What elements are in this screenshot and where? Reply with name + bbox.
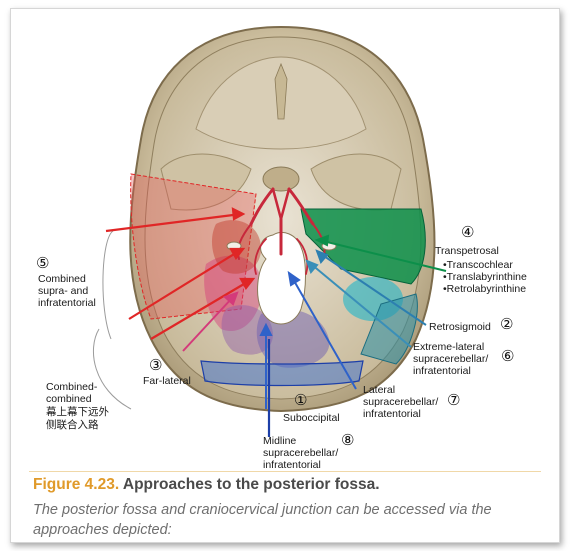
approach-4-number: ④ [461,223,475,241]
approach-7-number: ⑦ [447,391,461,409]
approach-3-number: ③ [149,356,163,374]
approach-2-number: ② [500,315,514,333]
combined-combined-line1: Combined- [46,381,98,393]
approach-8-label-line1: Midline [263,435,297,447]
approach-1-number: ① [294,391,308,409]
combined-approach-zone [130,173,257,320]
figure-number: Figure 4.23. [33,476,120,493]
figure-caption-body: The posterior fossa and craniocervical j… [33,502,492,538]
combined-combined-line4: 侧联合入路 [46,419,99,431]
caption-divider [29,471,541,472]
crista-galli [274,62,288,120]
foramen-magnum [257,232,306,325]
figure-caption-title: Figure 4.23. Approaches to the posterior… [33,476,380,494]
approach-4-title: Transpetrosal [435,245,499,257]
approach-6-label-line3: infratentorial [413,365,471,377]
approach-7-label-line2: supracerebellar/ [363,396,439,408]
arrow-approach-1 [259,322,273,409]
combined-combined-line2: combined [46,393,92,405]
combined-combined-line3: 幕上幕下远外 [46,406,109,418]
approach-6-label-line2: supracerebellar/ [413,353,489,365]
approach-5-label-line2: supra- and [38,285,89,297]
approach-5-number: ⑤ [36,254,50,272]
approach-4-item-2: •Translabyrinthine [443,271,527,283]
approach-8-label-line3: infratentorial [263,459,321,471]
arrow-approach-6 [305,259,412,348]
sella-turcica [262,166,300,192]
figure-frame: ⑤ Combined supra- and infratentorial Com… [10,8,560,543]
transpetrosal-zone [300,208,426,285]
arrows-approach-4 [314,234,447,272]
bracket-combined [102,230,114,340]
approach-8-number: ⑧ [341,431,355,449]
approach-6-label-line1: Extreme-lateral [413,341,485,353]
bracket-combined-combined [92,328,132,410]
approach-3-label: Far-lateral [143,375,191,387]
arrows-approach-5 [105,207,256,340]
approach-8-label-line2: supracerebellar/ [263,447,339,459]
approach-7-label-line3: infratentorial [363,408,421,420]
cerebellar-zone-center [256,309,330,368]
middle-fossa-left [160,153,252,211]
approach-1-label: Suboccipital [283,412,340,424]
arrow-approach-3 [182,291,239,352]
approach-4-item-1: •Transcochlear [443,259,513,271]
approach-7-label-line1: Lateral [363,384,396,396]
suboccipital-band [200,360,364,387]
skull-base-illustration [92,25,447,437]
approach-2-label: Retrosigmoid [429,321,491,333]
arrow-approach-7 [287,270,357,390]
approach-5-label-line3: infratentorial [38,297,96,309]
approach-4-item-3: •Retrolabyrinthine [443,283,527,295]
figure-title: Approaches to the posterior fossa. [122,476,380,493]
approach-5-label-line1: Combined [38,273,86,285]
arrow-approach-2 [315,249,427,326]
approach-6-number: ⑥ [501,347,515,365]
